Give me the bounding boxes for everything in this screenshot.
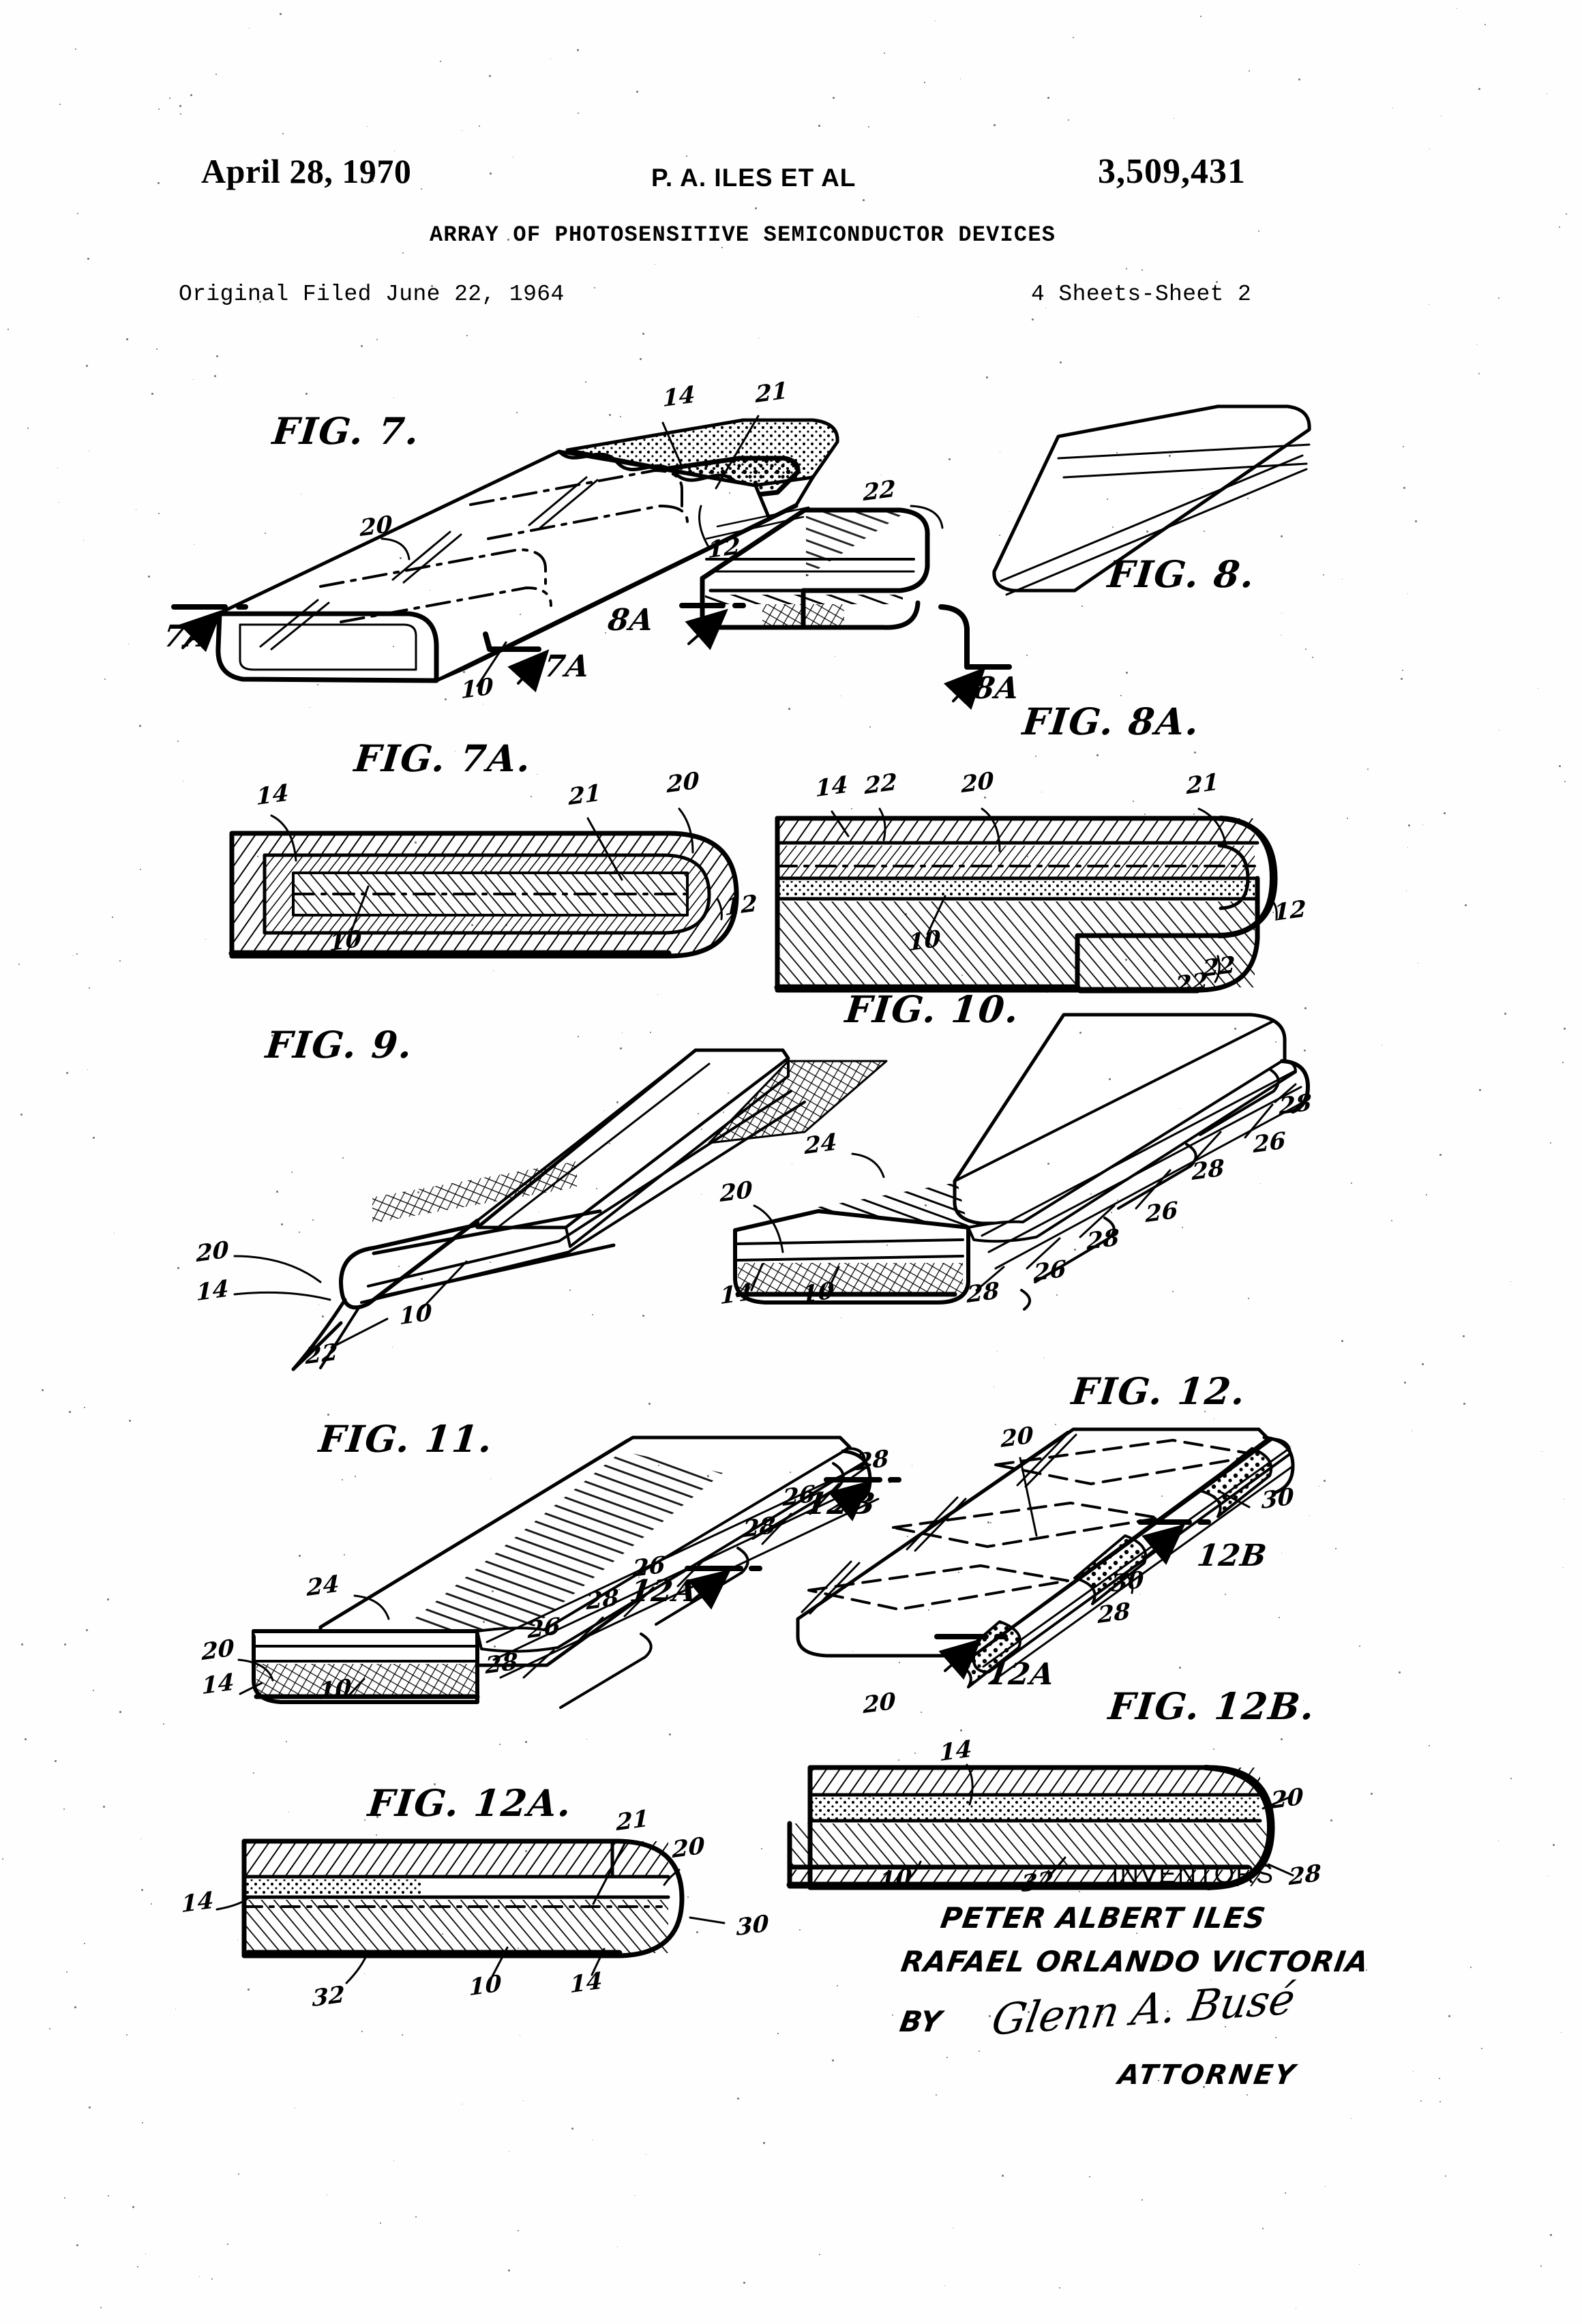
inventors-label: INVENTORS [1111, 1860, 1275, 1889]
ref-numeral: 14 [815, 771, 848, 803]
ref-numeral: 28 [485, 1648, 518, 1680]
ref-numeral: 28 [1279, 1088, 1312, 1121]
section-callout-7a-left: 7A [161, 619, 212, 654]
section-callout-8a-left: 8A [606, 603, 657, 638]
ref-numeral: 14 [196, 1275, 229, 1307]
ref-numeral: 10 [908, 925, 941, 957]
ref-numeral: 26 [1145, 1196, 1178, 1229]
ref-numeral: 14 [662, 381, 696, 413]
figure-caption-fig9: FIG. 9. [263, 1023, 416, 1067]
ref-numeral: 12 [724, 889, 758, 922]
attorney-label: ATTORNEY [1116, 2059, 1299, 2091]
sheet-number: 4 Sheets-Sheet 2 [1031, 282, 1252, 307]
ref-numeral: 20 [201, 1634, 235, 1667]
section-callout-7a-right: 7A [541, 649, 593, 684]
ref-numeral: 22 [305, 1338, 338, 1371]
ref-numeral: 24 [306, 1570, 340, 1603]
ref-numeral: 26 [527, 1612, 561, 1645]
ref-numeral: 32 [312, 1980, 345, 2013]
ref-numeral: 20 [196, 1236, 229, 1268]
page-title: ARRAY OF PHOTOSENSITIVE SEMICONDUCTOR DE… [430, 222, 1056, 248]
section-callout-8a-right: 8A [971, 671, 1022, 706]
figure-caption-fig12a: FIG. 12A. [365, 1781, 575, 1825]
inventor-name-1: PETER ALBERT ILES [938, 1901, 1268, 1935]
ref-numeral: 14 [256, 779, 289, 811]
ref-numeral: 20 [672, 1832, 705, 1864]
fig7a-drawing [228, 807, 739, 959]
ref-numeral: 10 [399, 1298, 432, 1331]
ref-numeral: 21 [1186, 768, 1219, 801]
ref-numeral: 10 [460, 672, 494, 705]
ref-numeral: 32 [1021, 1866, 1054, 1898]
fig12a-drawing [215, 1838, 726, 1984]
ref-numeral: 10 [468, 1969, 502, 2002]
section-callout-12b-fig12: 12B [1195, 1538, 1270, 1573]
ref-numeral: 28 [586, 1583, 619, 1616]
ref-numeral: 14 [201, 1668, 235, 1701]
filing-date: Original Filed June 22, 1964 [179, 282, 565, 307]
ref-numeral: 24 [804, 1128, 837, 1161]
ref-numeral: 20 [961, 766, 994, 799]
ref-numeral: 26 [632, 1551, 666, 1583]
ref-numeral: 20 [666, 766, 700, 799]
figure-caption-fig8: FIG. 8. [1105, 552, 1258, 596]
ref-numeral: 20 [1270, 1783, 1304, 1815]
figure-caption-fig10: FIG. 10. [843, 987, 1022, 1031]
ref-numeral: 28 [1191, 1154, 1225, 1187]
ref-numeral: 21 [568, 779, 601, 811]
ref-numeral: 21 [616, 1804, 649, 1837]
ref-numeral: 12 [707, 532, 741, 565]
figure-caption-fig7: FIG. 7. [270, 409, 423, 453]
figure-caption-fig7a: FIG. 7A. [352, 736, 535, 780]
ref-numeral: 20 [863, 1687, 896, 1720]
by-label: BY [897, 2005, 944, 2038]
ref-numeral: 10 [879, 1863, 912, 1896]
ref-numeral: 20 [719, 1176, 753, 1208]
ref-numeral: 14 [181, 1886, 214, 1919]
figure-caption-fig12: FIG. 12. [1069, 1369, 1249, 1413]
attorney-signature: Glenn A. Busé [988, 1973, 1299, 2046]
section-callout-12a-fig12: 12A [985, 1657, 1057, 1692]
ref-numeral: 10 [329, 925, 362, 957]
ref-numeral: 21 [755, 376, 788, 409]
ref-numeral: 14 [939, 1735, 972, 1768]
ref-numeral: 28 [1288, 1859, 1322, 1892]
ref-numeral: 12 [1273, 895, 1307, 927]
ref-numeral: 22 [863, 475, 896, 507]
ref-numeral: 28 [743, 1511, 776, 1544]
patent-number: 3,509,431 [1098, 152, 1246, 191]
ref-numeral: 14 [569, 1967, 603, 1999]
ref-numeral: 30 [1261, 1483, 1294, 1515]
ref-numeral: 10 [318, 1673, 352, 1706]
ref-numeral: 28 [856, 1444, 889, 1477]
inventor-line: P. A. ILES ET AL [651, 164, 856, 192]
fig8a-drawing [774, 807, 1278, 994]
ref-numeral: 14 [719, 1278, 753, 1311]
ref-numeral: 28 [1097, 1597, 1131, 1630]
ref-numeral: 20 [359, 510, 393, 543]
ref-numeral: 22 [864, 768, 897, 801]
fig9-drawing [233, 1048, 888, 1371]
figure-caption-fig8a: FIG. 8A. [1020, 700, 1203, 743]
ref-numeral: 22 [1175, 967, 1208, 1000]
figure-caption-fig12b: FIG. 12B. [1106, 1684, 1318, 1728]
ref-numeral: 28 [966, 1277, 1000, 1309]
ref-numeral: 26 [1033, 1255, 1066, 1287]
ref-numeral: 28 [1086, 1223, 1120, 1256]
ref-numeral: 30 [736, 1909, 769, 1942]
ref-numeral: 26 [1253, 1127, 1286, 1159]
figure-caption-fig11: FIG. 11. [316, 1417, 496, 1461]
ref-numeral: 26 [782, 1480, 816, 1513]
ref-numeral: 20 [1000, 1421, 1034, 1454]
inventor-name-2: RAFAEL ORLANDO VICTORIA [899, 1945, 1372, 1978]
ref-numeral: 10 [801, 1277, 835, 1309]
publication-date: April 28, 1970 [201, 152, 412, 190]
